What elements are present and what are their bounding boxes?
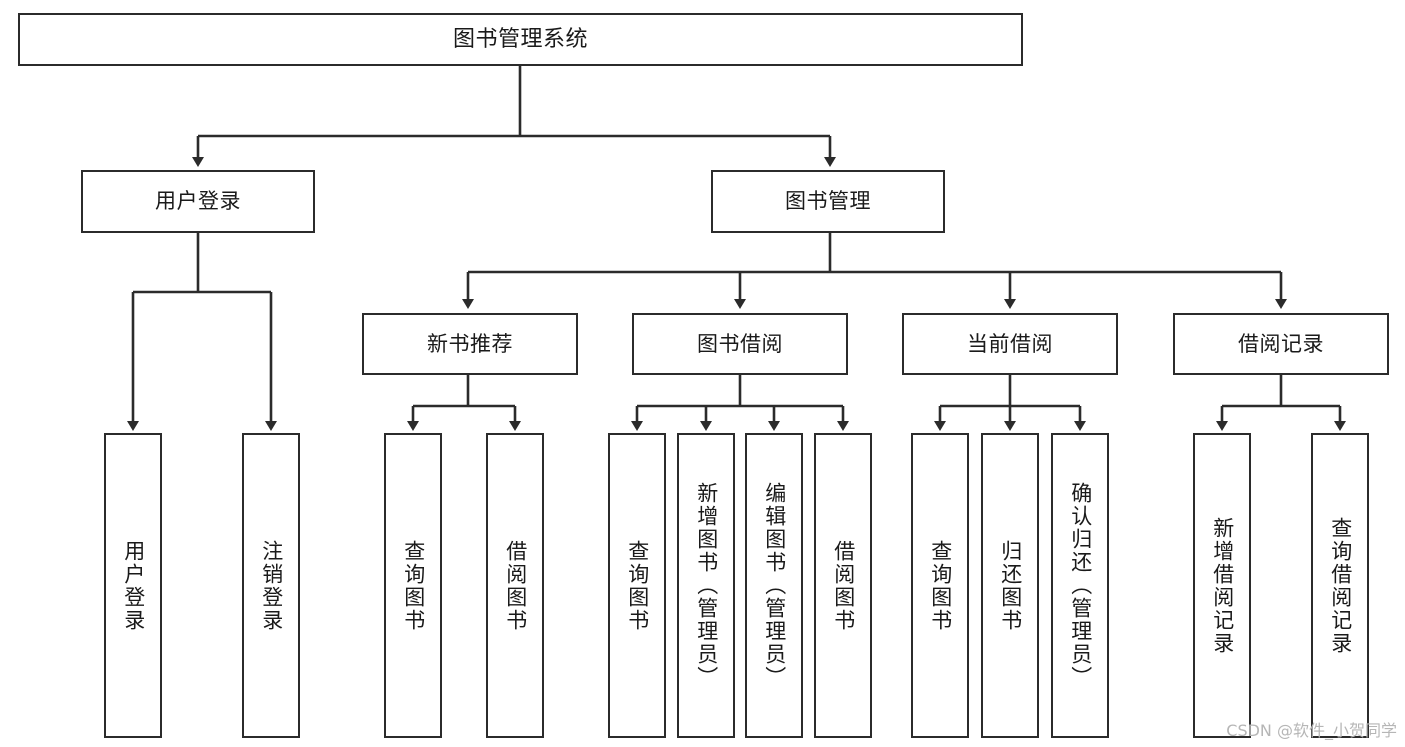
leaf-confirm-return-admin[interactable]: 确认归还（管理员） [1051,433,1109,738]
leaf-add-borrow-record-label: 新增借阅记录 [1210,516,1235,655]
leaf-query-book-current-label: 查询图书 [928,539,953,632]
leaf-borrow-book[interactable]: 借阅图书 [814,433,872,738]
leaf-confirm-return-admin-label: 确认归还（管理员） [1068,482,1093,689]
leaf-borrow-book-recommend[interactable]: 借阅图书 [486,433,544,738]
leaf-add-book-admin[interactable]: 新增图书（管理员） [677,433,735,738]
leaf-logout[interactable]: 注销登录 [242,433,300,738]
leaf-query-book-recommend-label: 查询图书 [401,539,426,632]
leaf-return-book[interactable]: 归还图书 [981,433,1039,738]
leaf-user-login-label: 用户登录 [121,539,146,632]
node-borrow-record-label: 借阅记录 [1238,331,1324,356]
node-book-borrow-label: 图书借阅 [697,331,783,356]
leaf-borrow-book-recommend-label: 借阅图书 [503,539,528,632]
leaf-add-borrow-record[interactable]: 新增借阅记录 [1193,433,1251,738]
node-book-borrow[interactable]: 图书借阅 [632,313,848,375]
node-borrow-record[interactable]: 借阅记录 [1173,313,1389,375]
leaf-add-book-admin-label: 新增图书（管理员） [694,482,719,689]
leaf-edit-book-admin-label: 编辑图书（管理员） [762,482,787,689]
leaf-borrow-book-label: 借阅图书 [831,539,856,632]
leaf-query-book-current[interactable]: 查询图书 [911,433,969,738]
node-new-book-recommend-label: 新书推荐 [427,331,513,356]
leaf-query-book-borrow[interactable]: 查询图书 [608,433,666,738]
node-root-label: 图书管理系统 [452,26,588,52]
leaf-query-borrow-record[interactable]: 查询借阅记录 [1311,433,1369,738]
node-user-login[interactable]: 用户登录 [81,170,315,233]
node-book-management-label: 图书管理 [785,189,871,214]
node-book-management[interactable]: 图书管理 [711,170,945,233]
leaf-query-book-recommend[interactable]: 查询图书 [384,433,442,738]
node-current-borrow[interactable]: 当前借阅 [902,313,1118,375]
leaf-return-book-label: 归还图书 [998,539,1023,632]
leaf-edit-book-admin[interactable]: 编辑图书（管理员） [745,433,803,738]
leaf-user-login[interactable]: 用户登录 [104,433,162,738]
node-current-borrow-label: 当前借阅 [967,331,1053,356]
leaf-logout-label: 注销登录 [259,539,284,632]
node-root[interactable]: 图书管理系统 [18,13,1023,66]
node-user-login-label: 用户登录 [155,189,241,214]
leaf-query-borrow-record-label: 查询借阅记录 [1328,516,1353,655]
node-new-book-recommend[interactable]: 新书推荐 [362,313,578,375]
leaf-query-book-borrow-label: 查询图书 [625,539,650,632]
watermark: CSDN @软件_小贺同学 [1226,721,1397,740]
